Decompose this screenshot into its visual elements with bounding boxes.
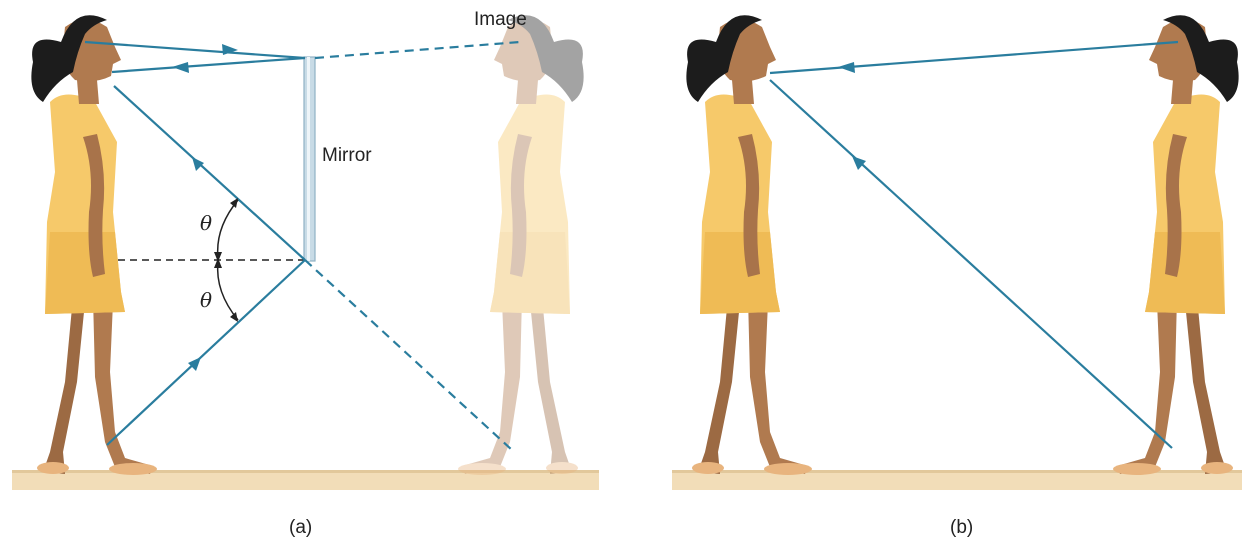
ray-foot-virtual — [305, 260, 512, 450]
person-right-b — [1113, 15, 1239, 475]
caption-a: (a) — [289, 517, 312, 538]
ray-b-top — [770, 42, 1178, 73]
angle-arc-upper — [218, 200, 238, 258]
theta-lower-label: θ — [200, 288, 212, 312]
angle-arc-lower — [218, 262, 238, 320]
arrow-top-reflected — [172, 62, 189, 73]
ray-b-foot — [770, 80, 1172, 448]
arrow-foot-reflected — [192, 157, 204, 171]
ray-top-reflected — [112, 58, 305, 72]
caption-b: (b) — [950, 517, 973, 538]
person-left-b — [686, 15, 812, 475]
arrow-b-top — [838, 62, 855, 73]
ray-top-virtual — [315, 42, 520, 58]
panel-b: (b) — [672, 15, 1242, 538]
mirror-label: Mirror — [322, 145, 372, 166]
person-image-a — [458, 15, 584, 475]
panel-a: θ θ Mirror Image (a) — [12, 9, 599, 538]
image-label: Image — [474, 9, 527, 30]
person-real-a — [31, 15, 157, 475]
theta-upper-label: θ — [200, 211, 212, 235]
arrow-b-foot — [852, 156, 866, 170]
